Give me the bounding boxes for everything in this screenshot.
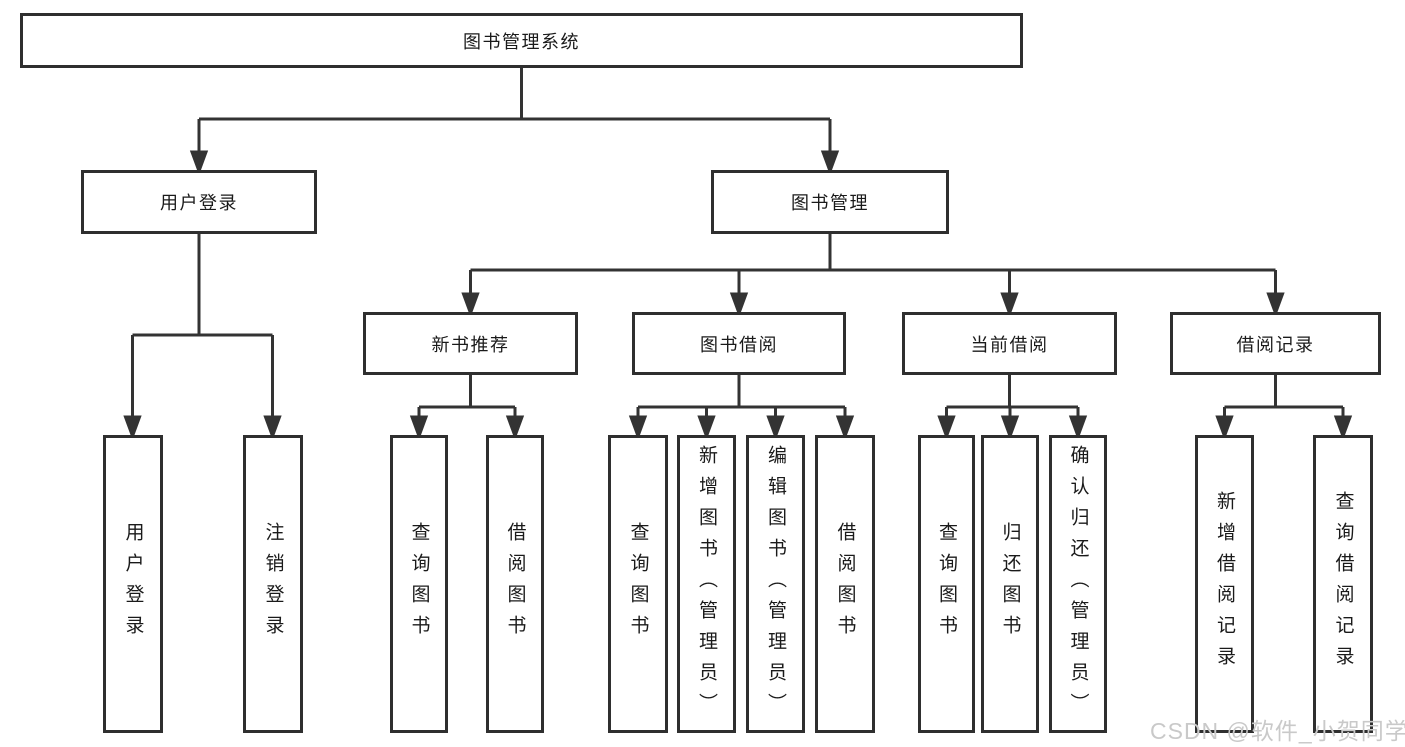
- leaf-book-borrow-query-label: 查询图书: [627, 522, 649, 646]
- leaf-book-borrow-borrow: 借阅图书: [815, 435, 875, 733]
- arrowhead-icon: [937, 415, 956, 441]
- leaf-current-borrow-return-label: 归还图书: [999, 522, 1021, 646]
- leaf-logout: 注销登录: [243, 435, 303, 733]
- arrowhead-icon: [461, 292, 480, 318]
- leaf-book-borrow-edit-admin: 编辑图书（管理员）: [746, 435, 805, 733]
- connector-current-borrow-to-leaves: [937, 375, 1088, 441]
- leaf-current-borrow-query-label: 查询图书: [936, 522, 957, 646]
- arrowhead-icon: [628, 415, 648, 441]
- arrowhead-icon: [1000, 415, 1020, 441]
- node-current-borrow: 当前借阅: [902, 312, 1117, 375]
- leaf-new-books-borrow: 借阅图书: [486, 435, 544, 733]
- arrowhead-icon: [1215, 415, 1234, 441]
- connector-root-to-level2: [189, 68, 840, 176]
- node-book-mgmt-label: 图书管理: [791, 193, 869, 213]
- connector-book-mgmt-to-level3: [461, 234, 1285, 318]
- arrowhead-icon: [505, 415, 525, 441]
- node-user-login-label: 用户登录: [160, 193, 238, 213]
- node-new-books-label: 新书推荐: [431, 334, 510, 355]
- node-root-label: 图书管理系统: [463, 31, 580, 52]
- arrowhead-icon: [1000, 292, 1019, 318]
- leaf-book-borrow-add-admin: 新增图书（管理员）: [677, 435, 736, 733]
- arrowhead-icon: [409, 415, 429, 441]
- leaf-book-borrow-borrow-label: 借阅图书: [834, 522, 856, 646]
- arrowhead-icon: [189, 150, 209, 176]
- node-book-borrow: 图书借阅: [632, 312, 846, 375]
- node-book-mgmt: 图书管理: [711, 170, 949, 234]
- leaf-borrow-records-add-label: 新增借阅记录: [1214, 491, 1235, 677]
- node-new-books: 新书推荐: [363, 312, 578, 375]
- arrowhead-icon: [766, 415, 785, 441]
- connector-new-books-to-leaves: [409, 375, 525, 441]
- node-user-login: 用户登录: [81, 170, 317, 234]
- arrowhead-icon: [729, 292, 749, 318]
- leaf-user-login-label: 用户登录: [122, 522, 144, 646]
- leaf-borrow-records-query: 查询借阅记录: [1313, 435, 1373, 733]
- leaf-user-login: 用户登录: [103, 435, 163, 733]
- arrowhead-icon: [1266, 292, 1285, 318]
- leaf-new-books-query: 查询图书: [390, 435, 448, 733]
- leaf-new-books-borrow-label: 借阅图书: [504, 522, 526, 646]
- leaf-current-borrow-confirm-admin: 确认归还（管理员）: [1049, 435, 1107, 733]
- node-book-borrow-label: 图书借阅: [700, 334, 778, 355]
- leaf-borrow-records-query-label: 查询借阅记录: [1332, 491, 1354, 677]
- connector-user-login-to-leaves: [123, 234, 282, 441]
- arrowhead-icon: [1068, 415, 1088, 441]
- arrowhead-icon: [820, 150, 840, 176]
- leaf-current-borrow-return: 归还图书: [981, 435, 1039, 733]
- leaf-logout-label: 注销登录: [262, 522, 284, 646]
- csdn-watermark: CSDN @软件_小贺同学: [1150, 718, 1405, 744]
- node-root: 图书管理系统: [20, 13, 1023, 68]
- connector-borrow-records-to-leaves: [1215, 375, 1353, 441]
- leaf-book-borrow-edit-admin-label: 编辑图书（管理员）: [765, 444, 786, 724]
- leaf-borrow-records-add: 新增借阅记录: [1195, 435, 1254, 733]
- arrowhead-icon: [835, 415, 855, 441]
- leaf-new-books-query-label: 查询图书: [408, 522, 430, 646]
- node-current-borrow-label: 当前借阅: [970, 334, 1049, 355]
- leaf-book-borrow-add-admin-label: 新增图书（管理员）: [696, 444, 717, 724]
- leaf-book-borrow-query: 查询图书: [608, 435, 668, 733]
- node-borrow-records: 借阅记录: [1170, 312, 1381, 375]
- arrowhead-icon: [697, 415, 716, 441]
- arrowhead-icon: [263, 415, 282, 441]
- leaf-current-borrow-confirm-admin-label: 确认归还（管理员）: [1067, 444, 1089, 724]
- leaf-current-borrow-query: 查询图书: [918, 435, 975, 733]
- node-borrow-records-label: 借阅记录: [1236, 334, 1315, 355]
- arrowhead-icon: [1333, 415, 1353, 441]
- arrowhead-icon: [123, 415, 142, 441]
- connector-book-borrow-to-leaves: [628, 375, 855, 441]
